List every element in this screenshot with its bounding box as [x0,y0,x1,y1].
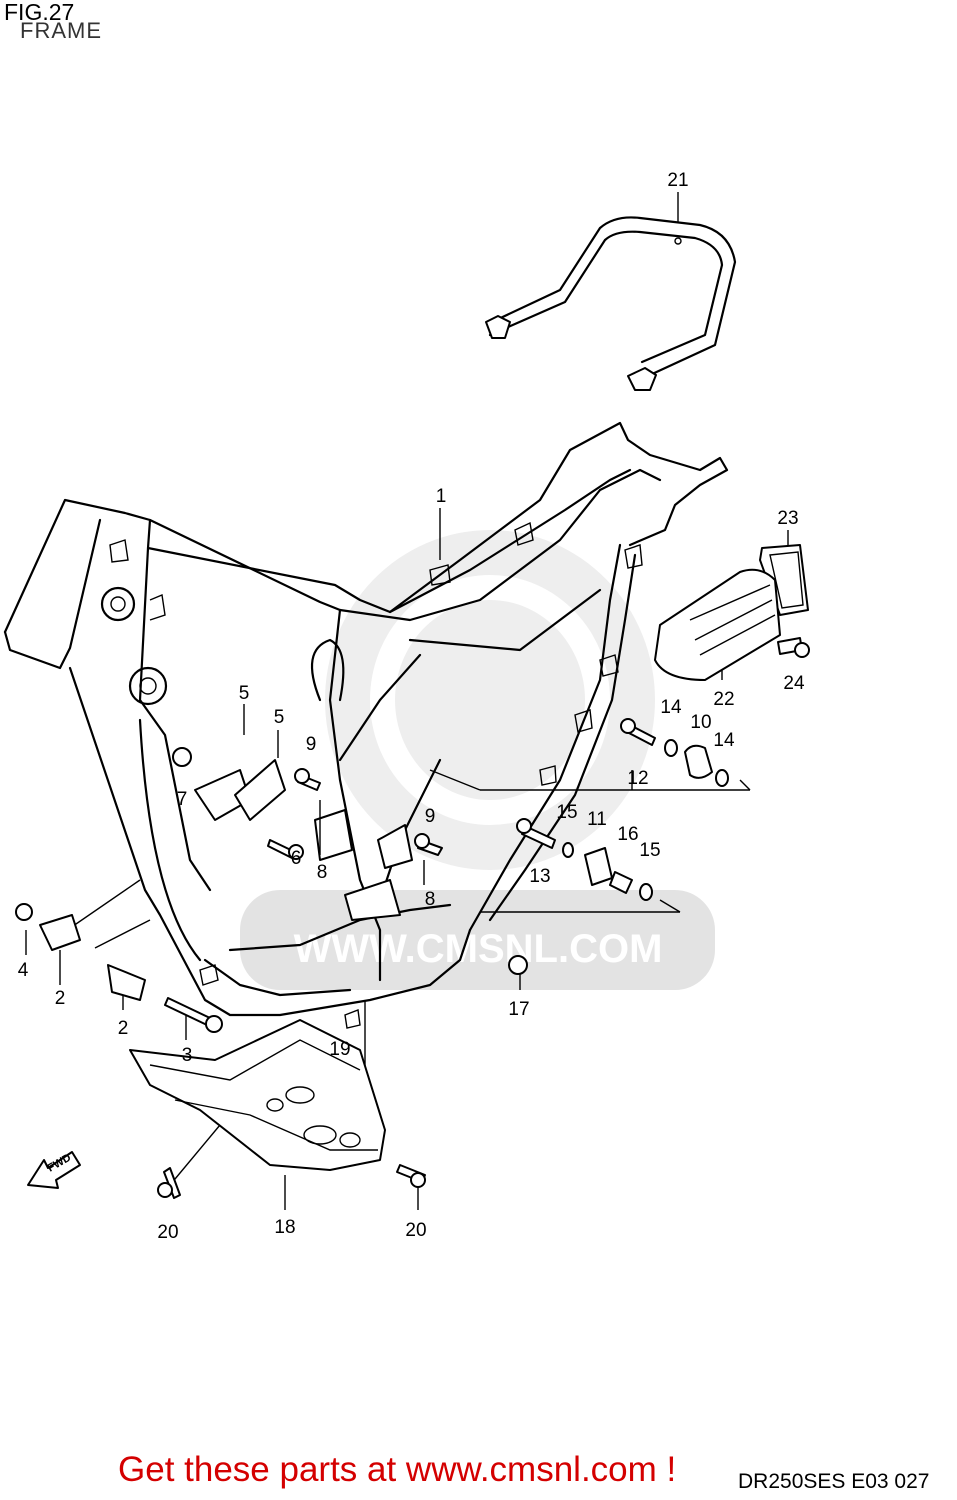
callout-24: 24 [783,673,805,694]
callout-17: 17 [508,999,529,1020]
callout-9-lower: 9 [425,806,436,827]
callout-11: 11 [587,809,607,830]
callout-7: 7 [177,789,188,810]
callout-8-left: 8 [317,862,328,883]
callout-12: 12 [627,768,648,789]
callout-4: 4 [18,960,29,981]
promo-link[interactable]: Get these parts at www.cmsnl.com ! [118,1450,677,1489]
callout-labels: 21 1 23 22 24 5 5 9 7 6 8 9 8 14 10 14 1… [18,170,805,1243]
watermark-text: WWW.CMSNL.COM [294,927,663,971]
rear-carrier [485,216,737,391]
callout-5-left: 5 [239,683,250,704]
callout-20-left: 20 [157,1222,178,1243]
callout-20-right: 20 [405,1220,426,1241]
figure-title: FRAME [20,18,102,43]
callout-8-right: 8 [425,889,436,910]
callout-10: 10 [690,712,711,733]
skid-plate [129,1019,386,1171]
callout-5-right: 5 [274,707,285,728]
callout-18: 18 [274,1217,295,1238]
main-frame [3,421,729,1029]
callout-2-lower: 2 [118,1018,129,1039]
callout-9-upper: 9 [306,734,317,755]
callout-15-left: 15 [556,802,577,823]
callout-23: 23 [777,508,798,529]
callout-14-right: 14 [713,730,735,751]
side-cover [654,544,809,681]
callout-6: 6 [291,848,302,869]
figure-number: FIG.27 [4,0,75,25]
fwd-arrow-icon: FWD [27,1151,81,1189]
callout-2-upper: 2 [55,988,66,1009]
callout-19: 19 [329,1039,350,1060]
callout-3: 3 [182,1045,193,1066]
callout-1: 1 [436,486,447,507]
callout-13: 13 [529,866,550,887]
callout-21: 21 [667,170,688,191]
callout-16: 16 [617,824,638,845]
callout-15-right: 15 [639,840,660,861]
callout-22: 22 [713,689,734,710]
model-code: DR250SES E03 027 [738,1470,930,1493]
callout-14-left: 14 [660,697,682,718]
